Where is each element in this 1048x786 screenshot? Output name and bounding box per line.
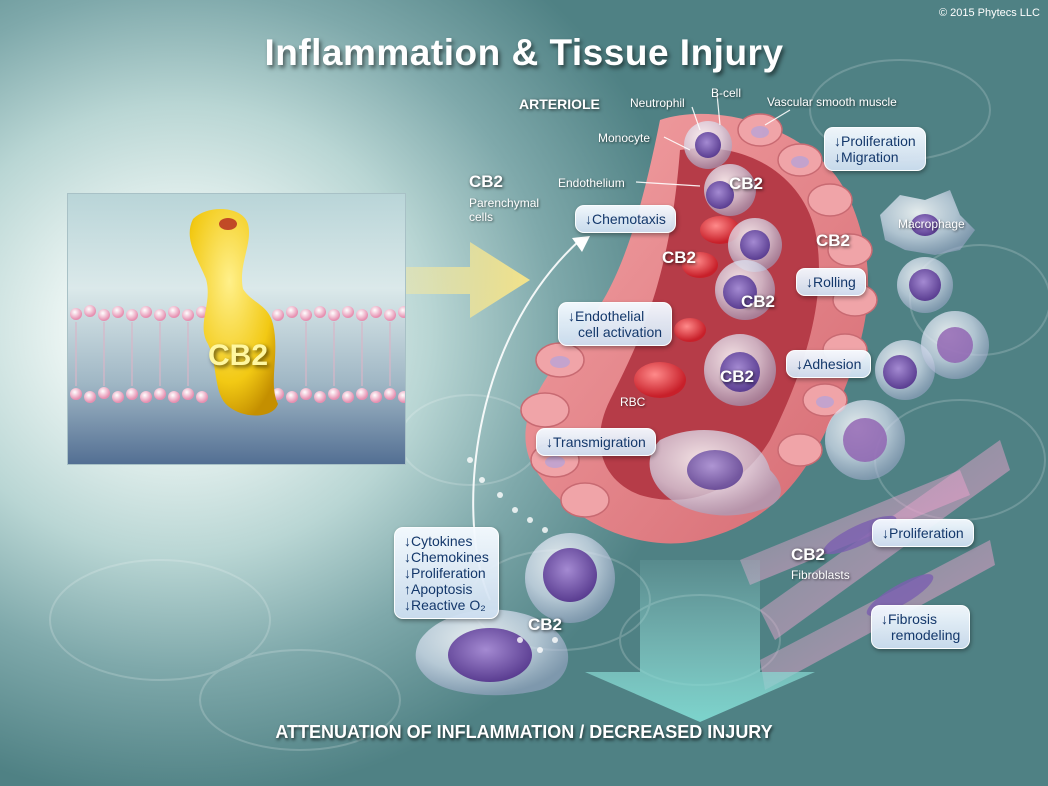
effect-line: ↓Chemotaxis (585, 211, 666, 227)
parenchymal-cb2: CB2 (469, 172, 504, 191)
effect-line: ↑Apoptosis (404, 581, 473, 597)
callout-endothelial: ↓Endothelial cell activation (558, 302, 673, 346)
callout-adhesion: ↓Adhesion (786, 350, 872, 378)
bottom-caption: ATTENUATION OF INFLAMMATION / DECREASED … (275, 722, 773, 742)
callout-smooth-muscle: ↓Proliferation ↓Migration (824, 127, 926, 171)
fibroblasts-cb2: CB2 (791, 545, 826, 564)
effect-line: ↓Proliferation (404, 565, 486, 581)
effect-line: ↓Chemokines (404, 549, 489, 565)
membrane-illustration (70, 208, 405, 416)
effect-line: cell activation (578, 324, 663, 340)
callout-fibroblast-proliferation: ↓Proliferation (872, 519, 974, 547)
label-rbc: RBC (620, 395, 646, 409)
label-b-cell: B-cell (711, 86, 742, 100)
copyright: © 2015 Phytecs LLC (938, 7, 1040, 19)
label-fibroblasts: Fibroblasts (791, 568, 850, 582)
label-monocyte: Monocyte (598, 131, 651, 145)
effect-line: ↓Rolling (806, 274, 856, 290)
effect-line: ↓Cytokines (404, 533, 473, 549)
effect-line: ↓Migration (834, 149, 899, 165)
label-endothelium: Endothelium (558, 176, 625, 190)
effect-line: ↓Reactive O₂ (404, 597, 486, 613)
cb2-marker: CB2 (528, 615, 563, 634)
page-title: Inflammation & Tissue Injury (264, 32, 784, 73)
effect-line: remodeling (891, 627, 961, 643)
effect-line: ↓Proliferation (834, 133, 916, 149)
callout-transmigration: ↓Transmigration (536, 428, 656, 456)
parenchymal-line-1: Parenchymal (469, 196, 540, 210)
receptor-inset: CB2 (67, 193, 406, 465)
effect-line: ↓Adhesion (796, 356, 862, 372)
label-macrophage: Macrophage (898, 217, 965, 231)
effect-line: ↓Proliferation (882, 525, 964, 541)
parenchymal-line-2: cells (469, 210, 494, 224)
cb2-marker: CB2 (729, 174, 764, 193)
effect-line: ↓Endothelial (568, 308, 645, 324)
cb2-marker: CB2 (720, 367, 755, 386)
cb2-marker: CB2 (816, 231, 851, 250)
callout-fibrosis: ↓Fibrosis remodeling (871, 605, 971, 649)
effect-line: ↓Fibrosis (881, 611, 938, 627)
callout-immune: ↓Cytokines ↓Chemokines ↓Proliferation ↑A… (394, 527, 499, 619)
callout-rolling: ↓Rolling (796, 268, 866, 296)
cb2-marker: CB2 (741, 292, 776, 311)
callout-chemotaxis: ↓Chemotaxis (575, 205, 676, 233)
effect-line: ↓Transmigration (546, 434, 646, 450)
label-neutrophil: Neutrophil (630, 96, 685, 110)
label-arteriole: ARTERIOLE (519, 96, 600, 112)
inset-cb2-label: CB2 (208, 339, 269, 372)
label-vascular-smooth-muscle: Vascular smooth muscle (767, 95, 897, 109)
label-parenchymal-cells: Parenchymal cells (469, 196, 539, 224)
cb2-marker: CB2 (662, 248, 697, 267)
